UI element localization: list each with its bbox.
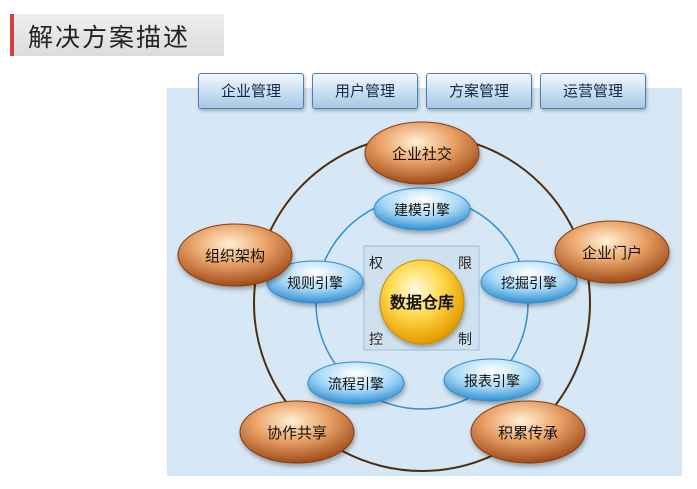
node-label: 企业社交 [392,145,452,163]
tab-operations-management[interactable]: 运营管理 [540,73,646,109]
node-label: 报表引擎 [464,374,520,390]
center-sphere [379,259,465,345]
node-label: 规则引擎 [287,276,343,292]
inner-node-mining-engine[interactable]: 挖掘引擎 [480,260,578,304]
tab-solution-management[interactable]: 方案管理 [426,73,532,109]
outer-node-collaborate-share[interactable]: 协作共享 [239,400,355,464]
tab-user-management[interactable]: 用户管理 [312,73,418,109]
node-label: 挖掘引擎 [501,276,557,292]
inner-node-report-engine[interactable]: 报表引擎 [443,358,541,402]
inner-node-modeling-engine[interactable]: 建模引擎 [373,187,471,231]
node-label: 组织架构 [205,247,265,265]
inner-node-rules-engine[interactable]: 规则引擎 [266,260,364,304]
outer-node-org-structure[interactable]: 组织架构 [177,223,293,287]
node-label: 流程引擎 [328,377,384,393]
node-label: 积累传承 [498,424,558,442]
center-label: 数据仓库 [390,293,454,312]
corner-char: 限 [458,256,472,272]
corner-char: 权 [369,256,383,272]
page-title: 解决方案描述 [28,23,191,52]
title-bar: 解决方案描述 [10,14,224,56]
outer-node-accumulate-inherit[interactable]: 积累传承 [470,400,586,464]
inner-node-process-engine[interactable]: 流程引擎 [307,361,405,405]
corner-char: 制 [458,332,472,348]
outer-node-enterprise-portal[interactable]: 企业门户 [554,220,670,284]
node-label: 协作共享 [267,424,327,442]
outer-node-enterprise-social[interactable]: 企业社交 [364,121,480,185]
node-label: 建模引擎 [394,203,450,219]
tab-enterprise-management[interactable]: 企业管理 [198,73,304,109]
corner-char: 控 [369,332,383,348]
node-label: 企业门户 [582,244,642,262]
